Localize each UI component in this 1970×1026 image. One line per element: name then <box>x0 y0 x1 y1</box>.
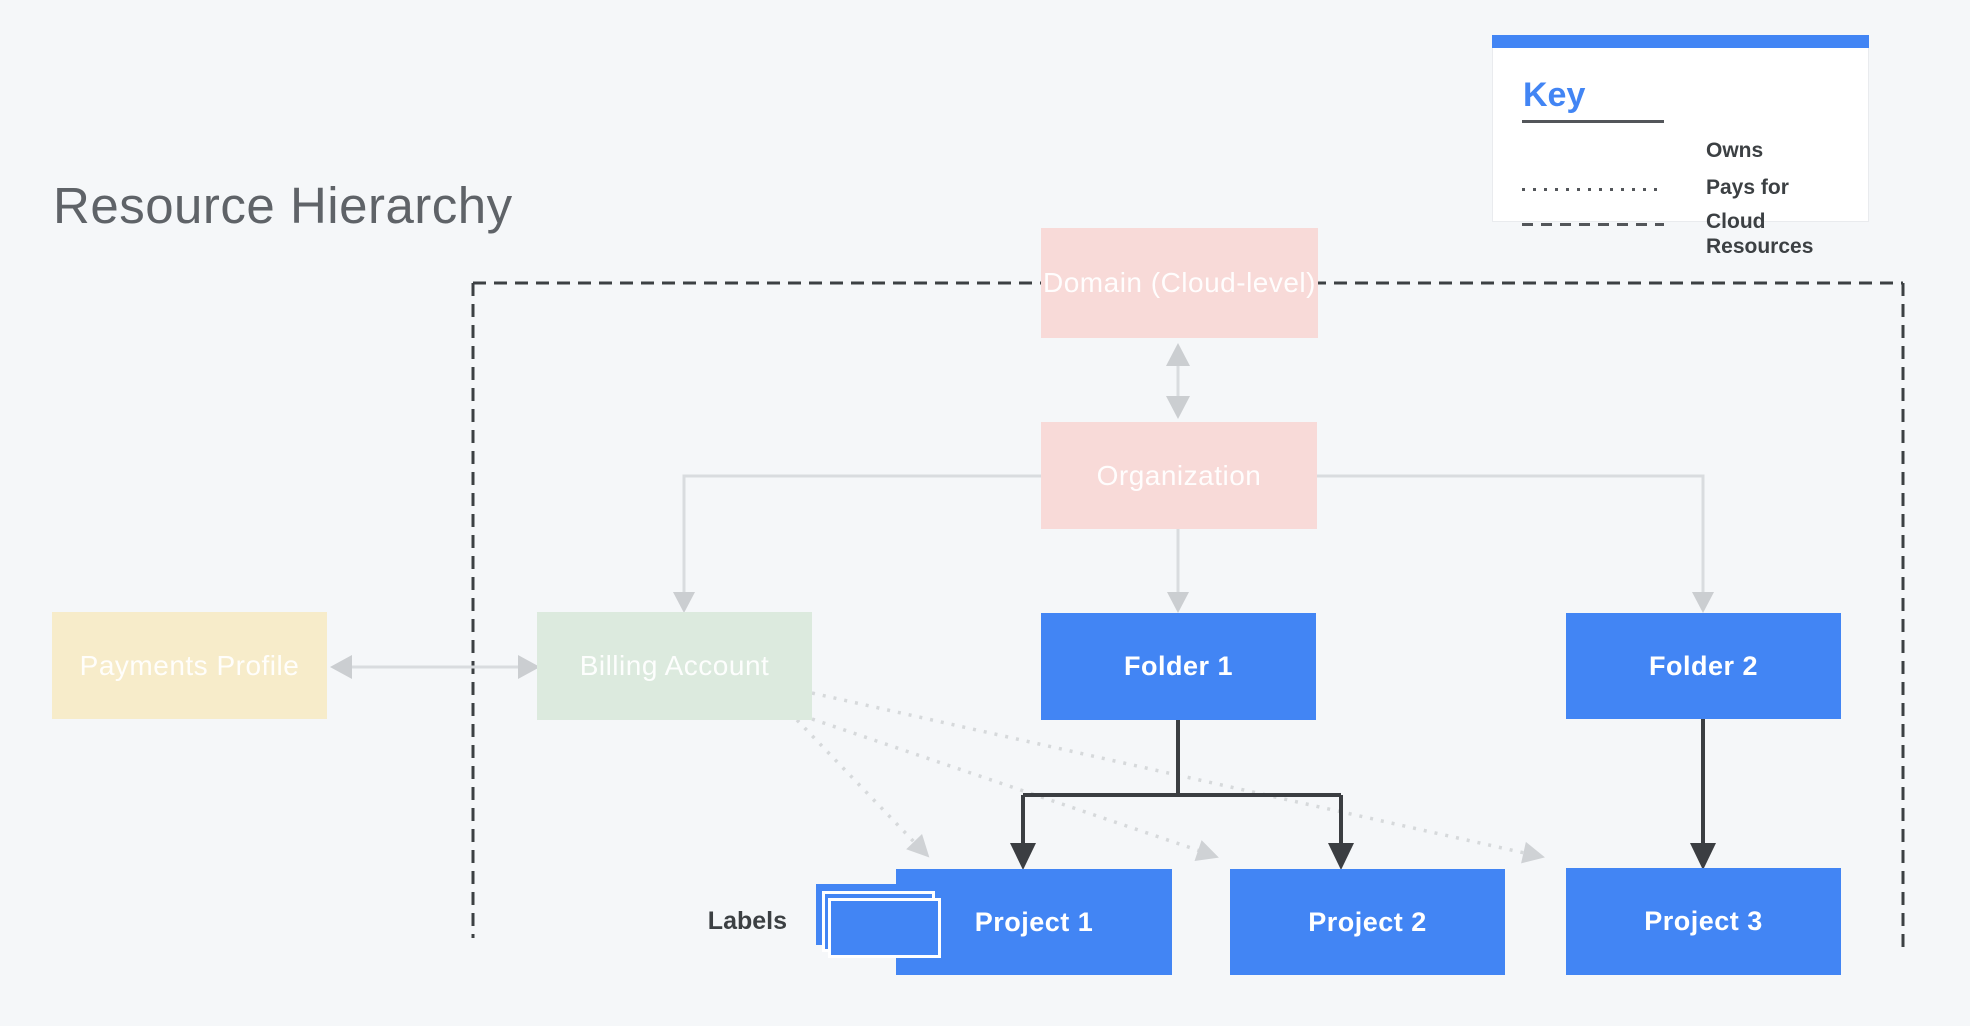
key-title: Key <box>1523 76 1586 114</box>
payments-profile-node: Payments Profile <box>52 612 327 719</box>
labels-card-front <box>828 898 941 958</box>
folder2-label: Folder 2 <box>1648 650 1759 681</box>
key-dotted-line-icon <box>1522 188 1664 191</box>
key-pays-for-label: Pays for <box>1706 176 1789 199</box>
page-title: Resource Hierarchy <box>53 177 513 234</box>
project1-node: Project 1 <box>896 869 1172 975</box>
organization-label: Organization <box>1096 459 1262 491</box>
payments-billing-arrow <box>330 655 540 679</box>
project2-label: Project 2 <box>1308 906 1427 937</box>
organization-connectors <box>682 474 1705 596</box>
folder-owns-arrowheads <box>1010 843 1716 870</box>
pays-for-lines <box>795 691 1530 856</box>
project1-label: Project 1 <box>974 906 1094 937</box>
folder1-label: Folder 1 <box>1123 651 1234 681</box>
folder1-owns-tree <box>1021 719 1705 845</box>
key-cloud-resources-label: Cloud Resources <box>1706 210 1814 258</box>
key-owns-label: Owns <box>1706 139 1764 162</box>
key-panel: Key Owns Pays for Cloud Resources <box>1492 35 1869 258</box>
labels-caption: Labels <box>707 907 787 935</box>
domain-node: Domain (Cloud-level) <box>1041 228 1318 338</box>
project3-label: Project 3 <box>1644 906 1763 936</box>
domain-organization-arrow <box>1166 343 1190 419</box>
pays-for-arrowheads <box>906 833 1545 864</box>
billing-account-node: Billing Account <box>537 612 812 720</box>
organization-node: Organization <box>1041 422 1317 529</box>
folder1-node: Folder 1 <box>1041 613 1316 720</box>
key-solid-line-icon <box>1522 120 1664 123</box>
project3-node: Project 3 <box>1566 868 1841 975</box>
key-dashed-line-icon <box>1522 223 1664 226</box>
folder2-node: Folder 2 <box>1566 613 1841 719</box>
billing-account-label: Billing Account <box>579 650 770 681</box>
key-accent-bar <box>1492 35 1869 48</box>
organization-arrowheads <box>673 592 1714 613</box>
domain-label: Domain (Cloud-level) <box>1043 267 1316 298</box>
payments-profile-label: Payments Profile <box>79 649 300 681</box>
project2-node: Project 2 <box>1230 869 1505 975</box>
